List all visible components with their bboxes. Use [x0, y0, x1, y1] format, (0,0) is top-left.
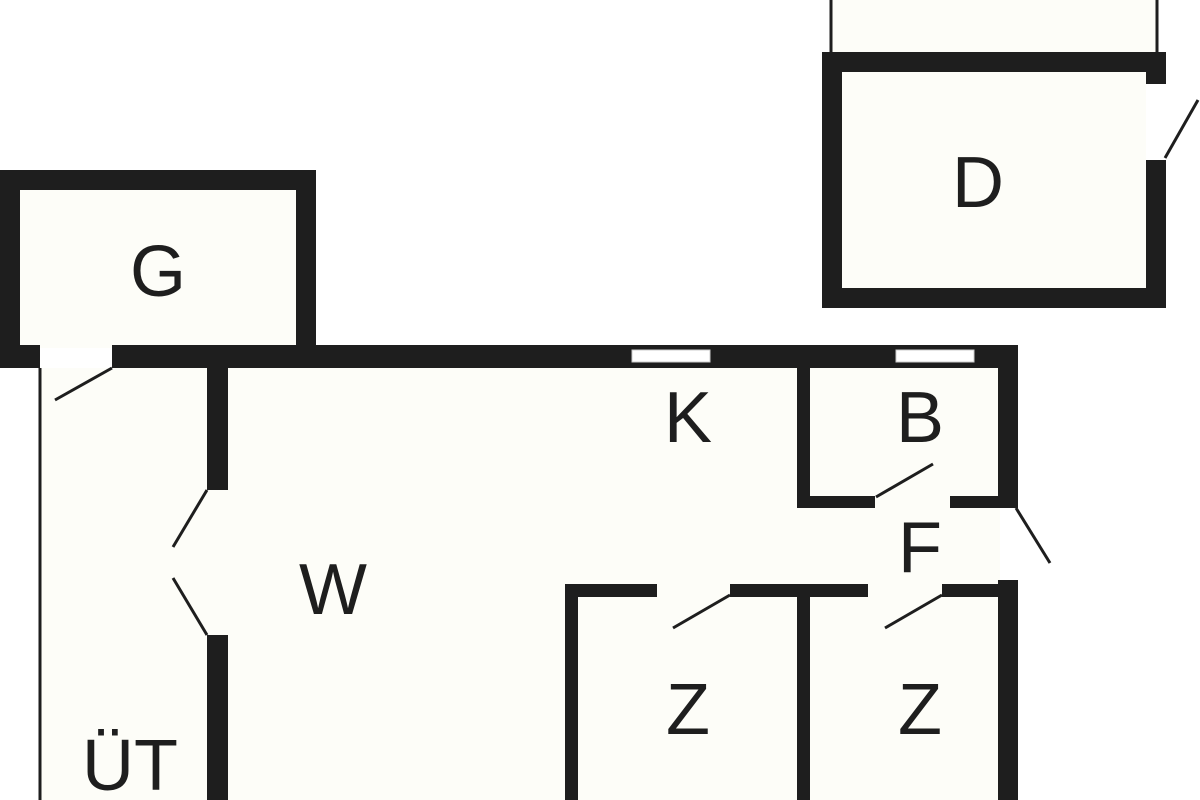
z-top-wall [565, 584, 657, 597]
b-bottom-wall [950, 496, 1000, 508]
label-k: K [664, 378, 712, 458]
z-middle-wall [797, 584, 810, 800]
right-wall-lower [998, 580, 1018, 800]
top-structure-floor [832, 0, 1156, 52]
door-g[interactable] [54, 366, 113, 402]
window-k [631, 349, 711, 363]
d-floor [842, 72, 1146, 288]
window-b [895, 349, 975, 363]
label-w: W [299, 550, 367, 630]
door-entrance[interactable] [1014, 507, 1052, 564]
door-z2[interactable] [884, 593, 943, 630]
right-wall-upper [998, 345, 1018, 508]
g-floor [20, 190, 296, 348]
label-ut: ÜT [82, 726, 178, 800]
room-g-walls [0, 170, 316, 368]
door-ut-w-1[interactable] [171, 489, 209, 548]
b-left-wall [797, 368, 810, 508]
label-z1: Z [666, 670, 710, 750]
z-top-wall [942, 584, 1000, 597]
label-g: G [130, 232, 186, 312]
door-z1[interactable] [672, 593, 731, 630]
label-f: F [898, 508, 942, 588]
z1-left-wall [565, 584, 578, 800]
ut-w-wall-lower [207, 635, 228, 800]
label-d: D [952, 143, 1004, 223]
door-b[interactable] [875, 462, 934, 499]
label-b: B [896, 378, 944, 458]
door-d[interactable] [1163, 99, 1200, 159]
main-top-wall [112, 345, 1018, 368]
door-ut-w-2[interactable] [171, 577, 209, 636]
ut-w-wall-upper [207, 368, 228, 490]
b-bottom-wall [797, 496, 875, 508]
room-d-walls [822, 52, 1166, 308]
label-z2: Z [898, 670, 942, 750]
